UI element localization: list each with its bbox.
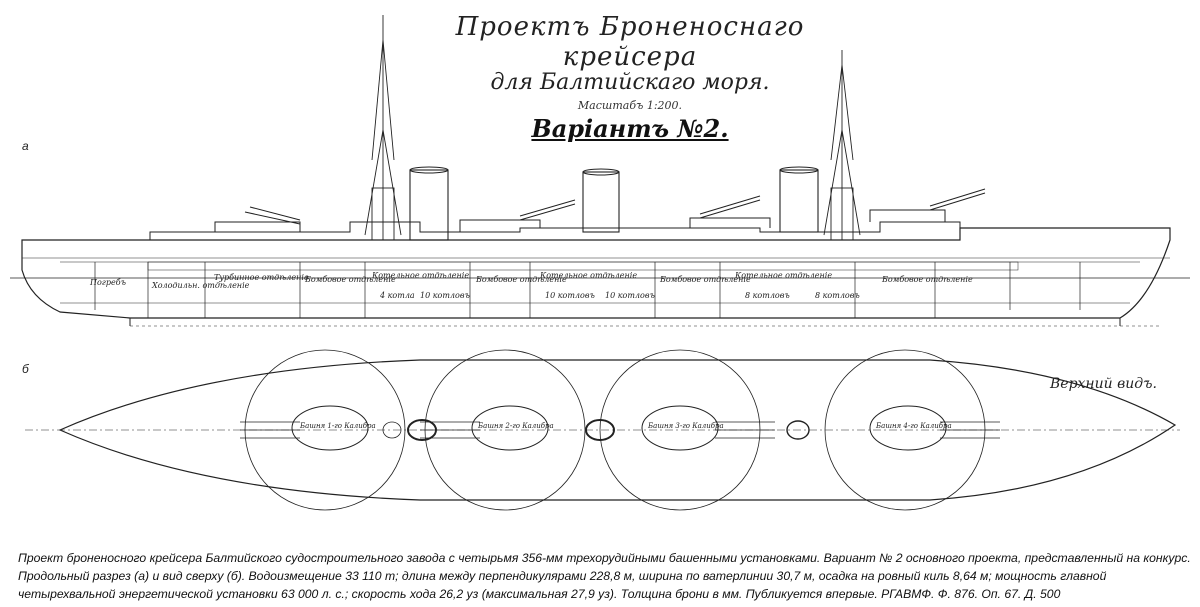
- compartment-label: Котельное отдѣленіе: [371, 271, 469, 280]
- deck-outline: [58, 359, 1177, 501]
- compartment-label: Холодильн. отдѣленіе: [151, 281, 250, 290]
- caption-line-2: Продольный разрез (а) и вид сверху (б). …: [18, 569, 1107, 601]
- turret-guns: [214, 188, 986, 232]
- drawing-subtitle: для Балтийскаго моря.: [490, 70, 770, 95]
- panel-b-label: б: [22, 362, 29, 376]
- turret-barrels-top: [240, 421, 1000, 439]
- hull-outline: [21, 227, 1171, 319]
- masts: [364, 15, 861, 241]
- turret-label: Башня 3-го Калибра: [647, 422, 724, 430]
- ship-drawing: Погребъ Холодильн. отдѣленіе Турбинное о…: [10, 15, 1190, 511]
- caption-line-1: Проект броненосного крейсера Балтийского…: [18, 551, 1191, 565]
- compartment-label: 10 котловъ: [545, 291, 595, 300]
- top-view: [25, 349, 1180, 511]
- turret-label: Башня 4-го Калибра: [875, 422, 952, 430]
- turret-label: Башня 1-го Калибра: [299, 422, 376, 430]
- compartment-label: 4 котла: [379, 291, 415, 300]
- compartment-label: 10 котловъ: [420, 291, 470, 300]
- compartment-label: Бомбовое отдѣленіе: [475, 275, 567, 284]
- compartment-label: 10 котловъ: [605, 291, 655, 300]
- turret-label: Башня 2-го Калибра: [477, 422, 554, 430]
- figure-caption: Проект броненосного крейсера Балтийского…: [18, 549, 1193, 603]
- compartment-label: Котельное отдѣленіе: [539, 271, 637, 280]
- top-view-label: Верхний видъ.: [1050, 376, 1157, 392]
- compartment-labels: Погребъ Холодильн. отдѣленіе Турбинное о…: [89, 271, 973, 300]
- compartment-label: Бомбовое отдѣленіе: [881, 275, 973, 284]
- compartment-label: Бомбовое отдѣленіе: [304, 275, 396, 284]
- compartment-label: Погребъ: [89, 278, 126, 287]
- funnels: [409, 166, 819, 241]
- variant-label: Варіантъ №2.: [531, 114, 729, 143]
- panel-a-label: а: [22, 139, 29, 153]
- compartment-label: 8 котловъ: [745, 291, 790, 300]
- turret-labels: Башня 1-го Калибра Башня 2-го Калибра Ба…: [299, 422, 952, 430]
- armor-belt: [147, 261, 1019, 271]
- scale-label: Масштабъ 1:200.: [577, 99, 683, 112]
- compartment-label: Бомбовое отдѣленіе: [659, 275, 751, 284]
- compartment-label: Турбинное отдѣленіе: [214, 273, 309, 282]
- drawing-title-block: Проектъ Броненоснаго крейсера для Балтий…: [440, 12, 820, 143]
- funnels-top: [382, 419, 810, 441]
- compartment-label: 8 котловъ: [815, 291, 860, 300]
- side-view: [10, 15, 1190, 327]
- compartment-label: Котельное отдѣленіе: [734, 271, 832, 280]
- drawing-title: Проектъ Броненоснаго крейсера: [455, 12, 805, 72]
